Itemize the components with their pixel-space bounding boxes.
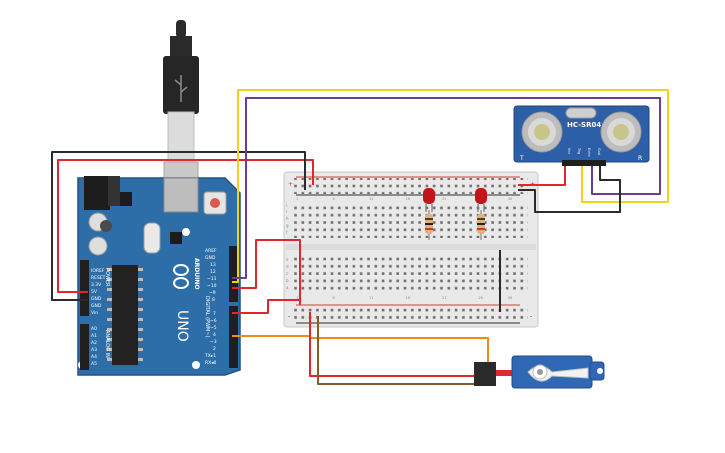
arduino-model: UNO — [174, 310, 190, 342]
power-pin-label: Vin — [91, 310, 98, 316]
led-1 — [423, 188, 435, 212]
digital-pin-label: AREF — [205, 248, 217, 254]
digital-pin-label: 8 — [212, 297, 215, 303]
rail-plus-label: + — [288, 181, 293, 188]
wire-red-5v — [57, 159, 314, 293]
row-label: h — [286, 216, 289, 221]
column-label: 16 — [406, 296, 411, 300]
column-label: 21 — [442, 296, 447, 300]
rail-minus-label: - — [288, 313, 290, 320]
power-pin-label: 5V — [91, 289, 98, 295]
sensor-pin-label: Trig — [577, 147, 581, 154]
power-pin-label: RESET — [91, 275, 106, 281]
column-label: 26 — [479, 296, 484, 300]
row-label: a — [286, 285, 289, 290]
column-label: 6 — [333, 197, 336, 201]
digital-pin-label: ~5 — [210, 325, 217, 331]
digital-pin-label: GND — [205, 255, 216, 261]
digital-pin-label: 12 — [210, 269, 216, 275]
digital-pin-label: RX◂0 — [205, 360, 216, 366]
analog-pin-label: A5 — [91, 361, 97, 367]
wire-brown-servo — [317, 316, 478, 385]
sensor-model: HC-SR04 — [567, 121, 601, 129]
power-pin-label: 3.3V — [91, 282, 102, 288]
column-label: 30 — [508, 197, 513, 201]
wire-yellow — [232, 89, 669, 283]
sensor-t-mark: T — [519, 155, 524, 162]
digital-pin-label: 13 — [210, 262, 216, 268]
column-label: 6 — [333, 296, 336, 300]
digital-pin-label: 2 — [213, 346, 216, 352]
arduino-power-label: POWER — [104, 268, 110, 287]
sensor-pin-label: Gnd — [597, 148, 601, 155]
power-pin-label: GND — [91, 296, 102, 302]
ultrasonic-sensor — [513, 105, 650, 166]
analog-pin-label: A4 — [91, 354, 97, 360]
rail-minus-label: - — [530, 313, 532, 320]
wire-black-gnd — [51, 151, 306, 301]
servo-motor — [474, 355, 605, 389]
wire-black-sensor-gnd — [518, 165, 621, 213]
column-label: 11 — [369, 296, 374, 300]
digital-pin-label: ~11 — [207, 276, 217, 282]
wire-red-vcc — [518, 165, 566, 186]
row-label: j — [285, 202, 287, 207]
column-label: 21 — [442, 197, 447, 201]
column-label: 16 — [406, 197, 411, 201]
row-label: c — [286, 271, 288, 276]
arduino-logo — [173, 264, 189, 289]
arduino-digital-label: DIGITAL (PWM~) — [204, 296, 210, 338]
column-label: 1 — [296, 197, 298, 201]
arduino-brand: ARDUINO — [193, 258, 200, 289]
row-label: i — [286, 209, 287, 214]
power-pin-label: GND — [91, 303, 102, 309]
digital-pin-label: ~10 — [207, 283, 217, 289]
digital-pin-label: ~9 — [209, 290, 216, 296]
analog-pin-label: A1 — [91, 333, 97, 339]
led-2 — [475, 188, 487, 212]
resistor-2 — [477, 210, 485, 240]
sensor-pin-label: Echo — [587, 148, 591, 157]
digital-pin-label: TX▸1 — [204, 353, 216, 359]
arduino-uno-board — [77, 176, 241, 376]
analog-pin-label: A2 — [91, 340, 97, 346]
analog-pin-label: A3 — [91, 347, 97, 353]
digital-pin-label: ~6 — [210, 318, 217, 324]
wire-red-pin11 — [232, 239, 301, 305]
power-pin-label: IOREF — [91, 268, 105, 274]
column-label: 11 — [369, 197, 374, 201]
digital-pin-label: 4 — [213, 332, 216, 338]
wire-red-servo — [309, 312, 478, 377]
column-label: 30 — [508, 296, 513, 300]
wire-red-pin7 — [232, 299, 300, 314]
breadboard — [283, 171, 539, 328]
arduino-analog-label: ANALOG IN — [104, 330, 110, 358]
wire-orange-servo — [232, 335, 489, 366]
digital-pin-label: ~3 — [210, 339, 217, 345]
row-label: d — [286, 264, 289, 269]
sensor-r-mark: R — [638, 155, 642, 162]
row-label: b — [286, 278, 289, 283]
row-label: f — [286, 230, 288, 235]
row-label: g — [286, 223, 289, 228]
row-label: e — [286, 257, 289, 262]
wire-purple — [232, 97, 661, 279]
resistor-1 — [425, 210, 433, 240]
column-label: 1 — [296, 296, 298, 300]
digital-pin-label: 7 — [213, 311, 216, 317]
analog-pin-label: A0 — [91, 326, 97, 332]
sensor-pin-label: Vcc — [567, 148, 571, 154]
